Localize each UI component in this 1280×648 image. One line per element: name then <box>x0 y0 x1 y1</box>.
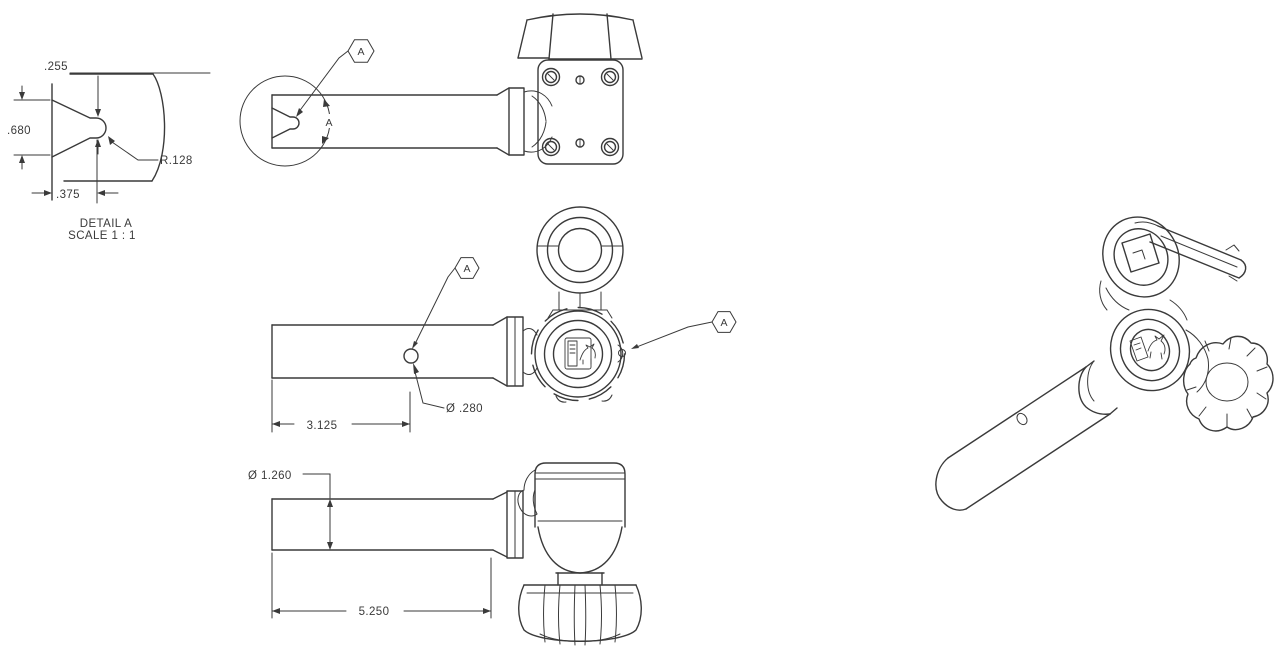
top-tube-outline <box>271 87 525 156</box>
dim-slot-width: .255 <box>44 61 68 73</box>
corner-screw <box>541 137 561 157</box>
detail-view-a: .255 .680 .375 R.128 DETAIL A SCALE 1 : … <box>7 61 211 242</box>
bottom-star-knob <box>518 584 642 646</box>
iso-clamp-ring <box>1102 216 1180 298</box>
iso-bracket <box>1099 280 1188 321</box>
dim-slot-depth: .375 <box>56 189 80 201</box>
dim-corner-radius: R.128 <box>160 155 193 167</box>
clamp-ring <box>536 206 624 308</box>
iso-tube-hole <box>1016 412 1028 426</box>
top-clamp-bracket <box>523 90 553 153</box>
iso-brand-emblem <box>1129 334 1166 362</box>
dim-hole-offset: 3.125 <box>307 420 338 432</box>
dim-hole-diameter: Ø .280 <box>446 403 483 415</box>
corner-screw <box>541 67 561 87</box>
isometric-view <box>935 216 1274 511</box>
bottom-dome <box>537 526 623 586</box>
tube-hole <box>403 348 419 364</box>
front-tube-outline <box>271 316 538 387</box>
balloon-callout-left: A <box>412 257 480 349</box>
iso-star-knob <box>1183 335 1274 432</box>
top-view: A A <box>239 13 643 167</box>
corner-screw <box>600 137 620 157</box>
dim-tube-diameter: Ø 1.260 <box>248 470 292 482</box>
hole-diameter-callout: Ø .280 <box>413 363 483 415</box>
balloon-callout-top: A <box>296 39 375 117</box>
iso-mount-plate <box>1134 221 1247 282</box>
bottom-view: Ø 1.260 5.250 <box>248 462 642 646</box>
iso-tube <box>935 366 1111 511</box>
detail-view-scale: SCALE 1 : 1 <box>68 230 136 242</box>
bottom-tube-outline <box>271 490 524 559</box>
brand-emblem <box>564 337 596 370</box>
iso-collar <box>1078 360 1118 415</box>
detail-view-label: DETAIL A <box>80 218 132 230</box>
dim-overall-length: 5.250 <box>359 606 390 618</box>
balloon-label: A <box>720 317 727 329</box>
logo-knob <box>530 306 626 403</box>
balloon-callout-right: A <box>631 311 737 349</box>
corner-screw <box>600 67 620 87</box>
top-knob-silhouette <box>517 13 643 60</box>
center-screw <box>575 75 585 85</box>
dim-opening-height: .680 <box>7 125 31 137</box>
overall-length-dimension: 5.250 <box>271 552 492 619</box>
detail-boundary-circle: A <box>239 75 336 167</box>
detail-part-outline <box>51 73 166 201</box>
bottom-clamp-body <box>517 462 626 528</box>
balloon-label: A <box>357 46 364 58</box>
center-screw <box>575 138 585 148</box>
detail-dimensions: .255 .680 .375 R.128 <box>7 61 211 204</box>
tube-diameter-dimension: Ø 1.260 <box>248 470 333 550</box>
balloon-label: A <box>463 263 470 275</box>
top-mount-plate <box>537 59 624 165</box>
side-screw <box>617 344 626 363</box>
iso-logo-knob <box>1109 308 1191 392</box>
front-view: A A Ø .280 3.125 <box>271 206 737 433</box>
detail-arc-label: A <box>325 117 332 129</box>
iso-dome <box>1185 329 1209 393</box>
hole-offset-dimension: 3.125 <box>271 379 411 433</box>
